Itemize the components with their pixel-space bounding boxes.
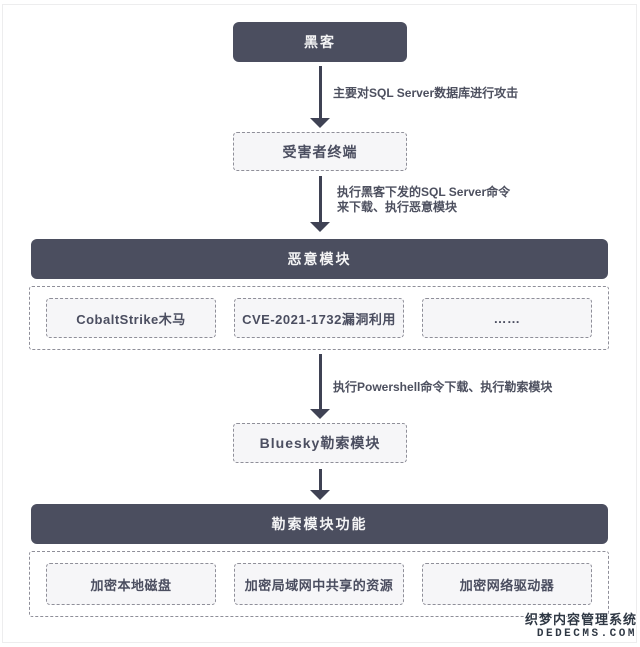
edge-label-download: 执行黑客下发的SQL Server命令 来下载、执行恶意模块 bbox=[337, 185, 510, 215]
group-header-malicious-label: 恶意模块 bbox=[287, 251, 352, 267]
item-cobaltstrike: CobaltStrike木马 bbox=[46, 298, 216, 338]
edge-label-download-line2: 来下载、执行恶意模块 bbox=[337, 200, 458, 214]
group-header-ransom-label: 勒索模块功能 bbox=[271, 516, 368, 532]
down-arrow-3-line bbox=[319, 354, 322, 409]
watermark-cn-text: 织梦内容管理系统 bbox=[524, 612, 637, 627]
watermark-domain-text: DEDECMS.COM bbox=[536, 628, 637, 640]
item-encrypt-network-drives: 加密网络驱动器 bbox=[422, 563, 592, 605]
node-hacker-label: 黑客 bbox=[304, 34, 336, 50]
down-arrow-1-head-icon bbox=[310, 118, 330, 128]
edge-label-download-line1: 执行黑客下发的SQL Server命令 bbox=[337, 185, 511, 199]
node-hacker: 黑客 bbox=[233, 22, 407, 62]
item-encrypt-lan-shares-label: 加密局域网中共享的资源 bbox=[244, 577, 394, 593]
dedecms-watermark: 织梦内容管理系统 DEDECMS.COM bbox=[525, 613, 637, 641]
down-arrow-4-head-icon bbox=[310, 490, 330, 500]
down-arrow-3-head-icon bbox=[310, 409, 330, 419]
node-victim: 受害者终端 bbox=[233, 132, 407, 171]
item-encrypt-network-drives-label: 加密网络驱动器 bbox=[459, 577, 555, 593]
node-bluesky-label: Bluesky勒索模块 bbox=[259, 435, 381, 451]
down-arrow-2-head-icon bbox=[310, 222, 330, 232]
item-encrypt-local-disk: 加密本地磁盘 bbox=[46, 563, 216, 605]
item-cobaltstrike-label: CobaltStrike木马 bbox=[76, 311, 186, 327]
group-header-ransom-functions: 勒索模块功能 bbox=[31, 504, 608, 544]
down-arrow-1-line bbox=[319, 66, 322, 118]
edge-label-attack: 主要对SQL Server数据库进行攻击 bbox=[333, 86, 519, 100]
group-body-ransom-functions: 加密本地磁盘 加密局域网中共享的资源 加密网络驱动器 bbox=[29, 551, 609, 617]
node-bluesky-module: Bluesky勒索模块 bbox=[233, 423, 407, 463]
down-arrow-2-line bbox=[319, 176, 322, 222]
node-victim-label: 受害者终端 bbox=[282, 143, 358, 160]
edge-label-powershell: 执行Powershell命令下载、执行勒索模块 bbox=[333, 380, 553, 394]
item-cve-exploit-label: CVE-2021-1732漏洞利用 bbox=[242, 311, 396, 327]
item-encrypt-local-disk-label: 加密本地磁盘 bbox=[90, 577, 172, 593]
item-ellipsis-label: …… bbox=[493, 310, 521, 326]
item-ellipsis: …… bbox=[422, 298, 592, 338]
group-body-malicious-modules: CobaltStrike木马 CVE-2021-1732漏洞利用 …… bbox=[29, 286, 609, 350]
item-encrypt-lan-shares: 加密局域网中共享的资源 bbox=[234, 563, 404, 605]
group-header-malicious-modules: 恶意模块 bbox=[31, 239, 608, 279]
item-cve-exploit: CVE-2021-1732漏洞利用 bbox=[234, 298, 404, 338]
down-arrow-4-line bbox=[319, 469, 322, 490]
